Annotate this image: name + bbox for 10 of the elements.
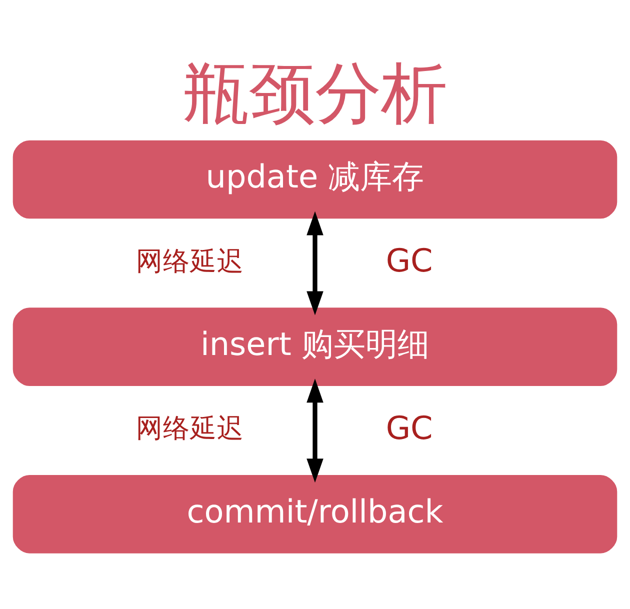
label: 网络延迟 <box>136 412 244 444</box>
arrow <box>306 378 324 482</box>
arrow <box>306 210 324 315</box>
label: GC <box>386 240 433 279</box>
node-box: insert 购买明细 <box>12 307 618 386</box>
diagram-title: 瓶颈分析 <box>183 53 447 132</box>
label: GC <box>386 408 433 446</box>
node-box: update 减库存 <box>12 140 618 218</box>
label: 网络延迟 <box>136 245 244 276</box>
node-box: commit/rollback <box>12 474 618 553</box>
